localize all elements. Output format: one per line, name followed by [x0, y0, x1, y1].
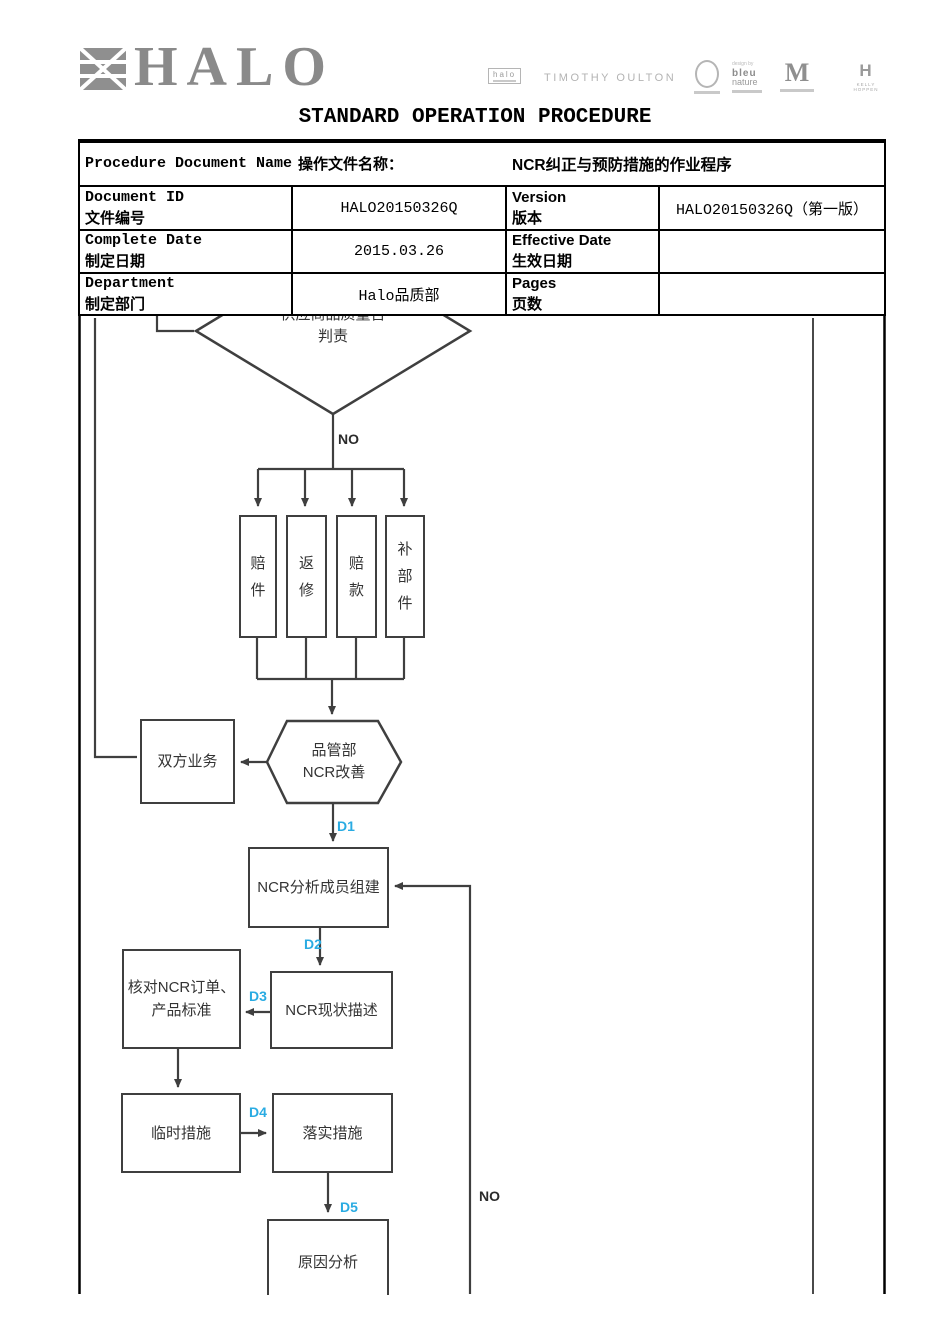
pages-label-zh: 页数 — [512, 295, 543, 313]
document-id-value: HALO20150326Q — [340, 199, 458, 217]
bleu-nature-byline: design by — [732, 61, 754, 67]
qc-improve-hexagon-label: 品管部 NCR改善 — [281, 740, 387, 784]
implement-measures-box: 落实措施 — [272, 1093, 393, 1173]
department-label-zh: 制定部门 — [85, 295, 146, 313]
crest-circle — [695, 60, 719, 88]
bleu-nature-caption-bar — [732, 90, 762, 93]
ncr-status-box: NCR现状描述 — [270, 971, 393, 1049]
timothy-oulton-logo: TIMOTHY OULTON — [544, 72, 677, 84]
kelly-hoppen-mark: H — [859, 61, 873, 80]
no-label-top: NO — [338, 431, 359, 447]
document-id-label-en: Document ID — [85, 188, 185, 206]
partner-logo-row: halo TIMOTHY OULTON design by bleu natur… — [488, 58, 888, 100]
complete-date-row: Complete Date 制定日期 2015.03.26 Effective … — [80, 231, 884, 274]
effective-date-label-en: Effective Date — [512, 232, 612, 249]
cause-analysis-box: 原因分析 — [267, 1219, 389, 1295]
qc-improve-hexagon-shape — [265, 719, 403, 805]
procedure-name-label-zh: 操作文件名称： — [298, 155, 404, 173]
complete-date-label-en: Complete Date — [85, 232, 203, 249]
implement-measures-label: 落实措施 — [302, 1124, 363, 1142]
halo-flag-icon — [80, 48, 126, 90]
halo-wordmark: HALO — [134, 36, 335, 98]
department-value: Halo品质部 — [358, 287, 440, 305]
cause-analysis-label: 原因分析 — [297, 1254, 358, 1271]
ncr-team-label: NCR分析成员组建 — [257, 879, 380, 896]
halo-small-caption-bar — [493, 80, 517, 82]
step-label-d4: D4 — [249, 1104, 267, 1120]
kelly-hoppen-caption: KELLY HOPPEN — [853, 82, 879, 92]
step-label-d2: D2 — [304, 936, 322, 952]
procedure-name-value: NCR纠正与预防措施的作业程序 — [512, 157, 732, 174]
ncr-team-box: NCR分析成员组建 — [248, 847, 389, 928]
m-logo-letter: M — [784, 58, 810, 87]
no-loop-line — [394, 882, 472, 1294]
version-value: HALO20150326Q（第一版） — [675, 201, 869, 219]
bleu-nature-word1: bleu — [732, 68, 757, 79]
remedy-label: 赔件 — [250, 554, 266, 599]
both-parties-label: 双方业务 — [157, 753, 218, 770]
effective-date-label-zh: 生效日期 — [512, 253, 573, 270]
m-logo: M — [780, 60, 814, 92]
remedy-box-refund: 赔款 — [336, 515, 377, 638]
step-label-d5: D5 — [340, 1199, 358, 1215]
crest-caption-bar — [694, 91, 720, 94]
left-feedback-line — [93, 318, 137, 759]
remedy-box-rework: 返修 — [286, 515, 327, 638]
document-id-label-zh: 文件编号 — [85, 209, 146, 227]
halo-logo: HALO — [80, 38, 335, 96]
remedy-label: 返修 — [298, 554, 314, 599]
check-box-line2: 产品标准 — [151, 1002, 212, 1019]
halo-small-text: halo — [493, 70, 517, 79]
bleu-nature-word2: nature — [732, 77, 758, 87]
kelly-hoppen-logo: H KELLY HOPPEN — [844, 61, 888, 93]
hexagon-line2: NCR改善 — [302, 764, 366, 781]
procedure-name-label-en: Procedure Document Name — [85, 155, 293, 172]
temporary-measures-label: 临时措施 — [150, 1124, 211, 1142]
halo-small-logo: halo — [488, 68, 522, 84]
procedure-name-row: Procedure Document Name 操作文件名称： NCR纠正与预防… — [80, 143, 884, 187]
remedy-label: 补部件 — [397, 541, 413, 612]
remedy-label: 赔款 — [348, 554, 364, 599]
version-label-zh: 版本 — [512, 209, 543, 227]
department-row: Department 制定部门 Halo品质部 Pages 页数 — [80, 274, 884, 314]
department-label-en: Department — [85, 274, 176, 292]
step-label-d1: D1 — [337, 818, 355, 834]
check-ncr-order-box: 核对NCR订单、 产品标准 — [122, 949, 241, 1049]
pages-label-en: Pages — [512, 274, 557, 292]
step-label-d3: D3 — [249, 988, 267, 1004]
connector-into-decision — [155, 316, 194, 333]
both-parties-box: 双方业务 — [140, 719, 235, 804]
crest-icon — [694, 60, 720, 94]
hexagon-line1: 品管部 — [311, 742, 357, 759]
remedy-box-compensate-parts: 赔件 — [239, 515, 277, 638]
decision-line2: 判责 — [317, 328, 348, 345]
document-info-table: Procedure Document Name 操作文件名称： NCR纠正与预防… — [78, 139, 886, 316]
version-label-en: Version — [512, 188, 567, 206]
m-logo-caption-bar — [780, 89, 814, 92]
page-title: STANDARD OPERATION PROCEDURE — [298, 106, 652, 129]
temporary-measures-box: 临时措施 — [121, 1093, 241, 1173]
complete-date-label-zh: 制定日期 — [85, 253, 146, 270]
no-label-bottom: NO — [479, 1188, 500, 1204]
ncr-status-label: NCR现状描述 — [285, 1001, 378, 1019]
check-box-line1: 核对NCR订单、 — [127, 979, 236, 996]
complete-date-value: 2015.03.26 — [353, 243, 444, 260]
document-id-row: Document ID 文件编号 HALO20150326Q Version 版… — [80, 187, 884, 231]
bleu-nature-logo: design by bleu nature — [732, 60, 762, 93]
remedy-box-supplement-parts: 补部件 — [385, 515, 425, 638]
